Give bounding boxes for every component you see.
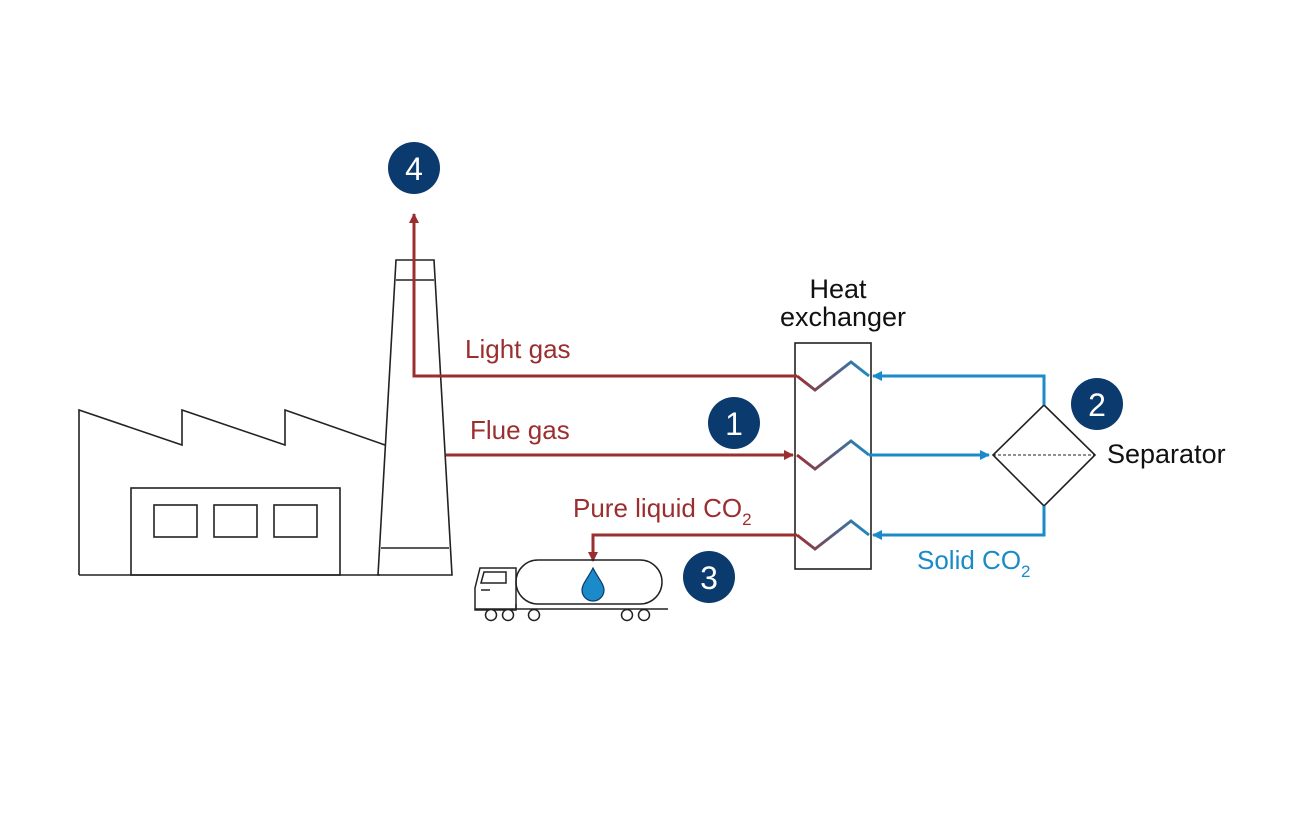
flue-gas-label: Flue gas [470, 415, 570, 445]
badge-3: 3 [683, 551, 735, 603]
light-gas-flow [409, 213, 797, 378]
badge-4: 4 [388, 142, 440, 194]
svg-text:2: 2 [1088, 387, 1106, 423]
svg-text:4: 4 [405, 151, 423, 187]
pure-liquid-main: Pure liquid CO [573, 493, 742, 523]
badge-2: 2 [1071, 378, 1123, 430]
heat-exchanger-label-1: Heat [809, 274, 867, 304]
svg-text:1: 1 [725, 406, 743, 442]
tanker-truck-icon [474, 559, 668, 622]
separator-label: Separator [1107, 439, 1226, 469]
solid-co2-subscript: 2 [1021, 562, 1030, 581]
heat-exchanger-label-2: exchanger [780, 302, 906, 332]
factory-icon [78, 408, 386, 576]
solid-co2-label: Solid CO2 [917, 545, 1031, 581]
heat-exchanger-coils [796, 360, 870, 551]
solid-co2-flow [872, 506, 1046, 540]
separator-to-exchanger-top-flow [872, 371, 1046, 405]
light-gas-label: Light gas [465, 334, 571, 364]
pure-liquid-flow [588, 533, 797, 562]
svg-text:3: 3 [700, 560, 718, 596]
badge-1: 1 [708, 397, 760, 449]
pure-liquid-label: Pure liquid CO2 [573, 493, 752, 529]
liquid-drop-icon [581, 566, 605, 602]
solid-co2-main: Solid CO [917, 545, 1021, 575]
pure-liquid-subscript: 2 [742, 510, 751, 529]
